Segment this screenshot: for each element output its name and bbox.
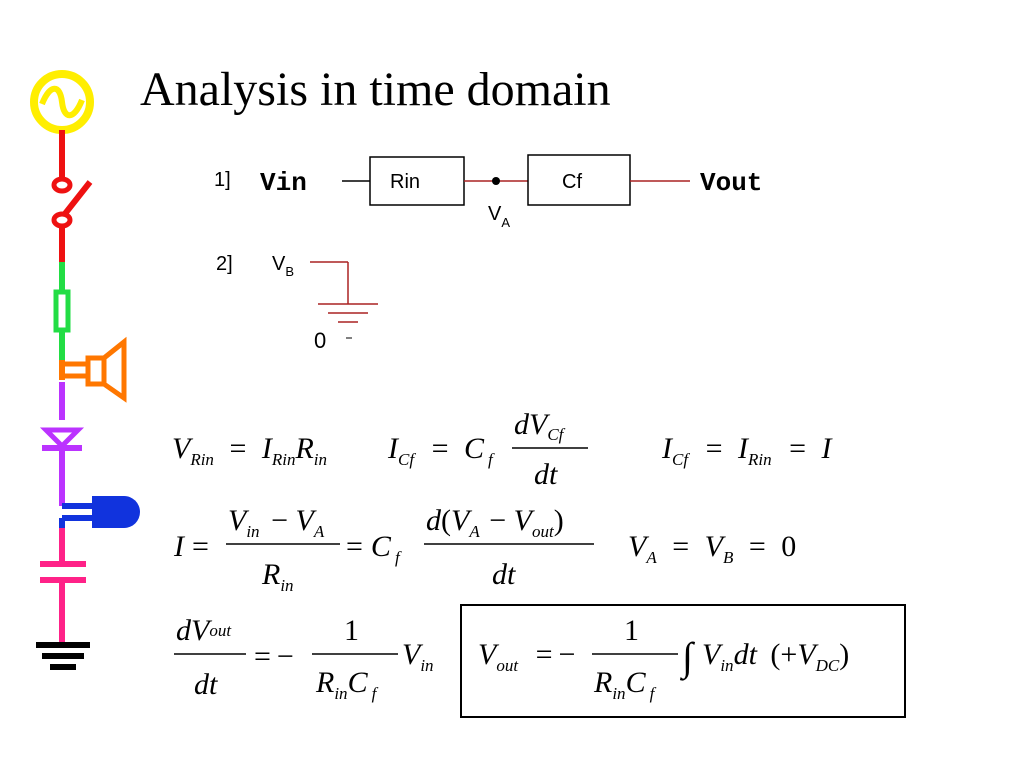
diode-icon <box>39 382 85 506</box>
eq-vrin: VRin = IRinRin <box>172 432 327 472</box>
eq-dvout-num: dVout <box>176 614 232 647</box>
eq-icf-den: dt <box>534 458 558 491</box>
ground-zero-label: 0 <box>314 328 326 353</box>
switch-icon <box>51 130 93 262</box>
eq-icf-irin: ICf = IRin = I <box>661 432 834 472</box>
eq-i-num: Vin − VA <box>228 504 325 544</box>
led-icon <box>59 496 140 528</box>
eq-i-den: Rin <box>261 558 294 595</box>
vin-label: Vin <box>260 168 307 198</box>
eq-va-vb: VA = VB = 0 <box>628 530 796 570</box>
eq-result-one: 1 <box>624 614 639 647</box>
sidebar-strip <box>30 70 140 670</box>
circuit-2-label: 2] <box>216 253 233 275</box>
node-a-label: VA <box>488 203 510 230</box>
vout-label: Vout <box>700 168 762 198</box>
ground-icon <box>36 642 90 670</box>
capacitor-icon <box>40 528 86 642</box>
rin-label: Rin <box>390 171 420 193</box>
page-title: Analysis in time domain <box>140 63 611 116</box>
circuit-1-label: 1] <box>214 169 231 191</box>
ac-source-icon <box>30 70 94 134</box>
resistor-icon <box>53 262 71 360</box>
node-a-dot <box>492 177 500 185</box>
eq-dvout-eq: =− <box>254 640 294 673</box>
eq-dvout-den: dt <box>194 668 218 701</box>
integral-sign: ∫ <box>679 634 696 681</box>
eq-dvout-vin: Vin <box>402 638 434 675</box>
eq-dvout-one: 1 <box>344 614 359 647</box>
eq-icf-num: dVCf <box>514 408 566 444</box>
circuit-2: 2] VB 0 <box>216 253 378 353</box>
vb-label: VB <box>272 253 294 279</box>
eq-i-num2: d(VA − Vout) <box>426 504 564 544</box>
cf-box <box>527 154 631 206</box>
circuit-1: 1] Vin Rin VA Cf Vout <box>214 154 762 230</box>
eq-i-den2: dt <box>492 558 516 591</box>
result-box <box>460 604 906 718</box>
eq-result-lhs: Vout =− <box>478 638 575 678</box>
eq-i-lhs: I= <box>173 530 209 563</box>
rin-box <box>369 156 465 206</box>
eq-result-rhs: Vindt (+VDC) <box>702 638 849 675</box>
cf-label: Cf <box>562 171 582 193</box>
speaker-icon <box>59 336 127 403</box>
